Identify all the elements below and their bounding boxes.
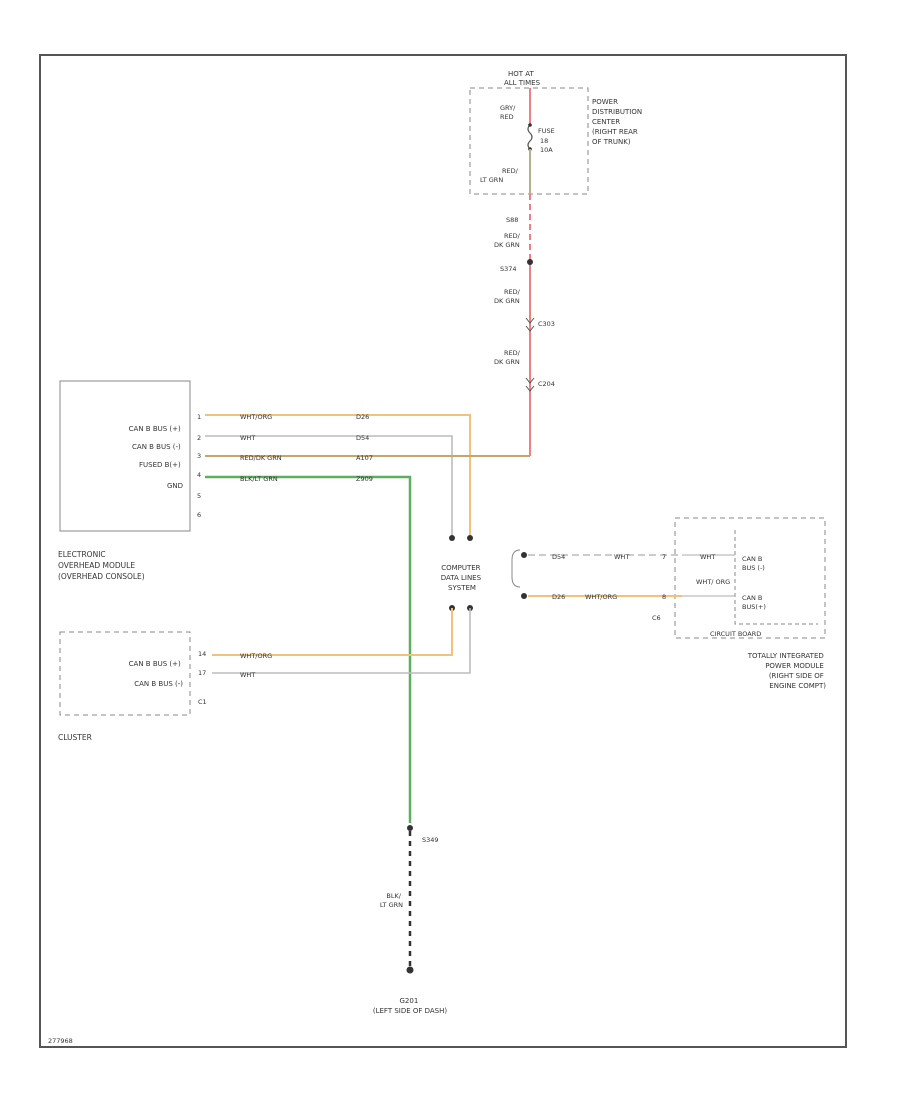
cluster-connector-label: C1 xyxy=(198,698,207,706)
ground-label: G201 (LEFT SIDE OF DASH) xyxy=(373,997,448,1015)
evic-box xyxy=(59,380,191,532)
connector-c204-symbol xyxy=(525,377,535,392)
ground-g201-dot xyxy=(406,966,414,974)
connector-c204-label: C204 xyxy=(538,380,555,388)
tipm-circuit-board-label: CIRCUIT BOARD xyxy=(710,630,761,638)
splice-s349-dot xyxy=(407,825,413,831)
connector-c303-label: C303 xyxy=(538,320,555,328)
feed-wire-1-label: RED/ DK GRN xyxy=(494,232,522,249)
wire-evic-can-plus xyxy=(205,414,471,535)
tipm-pin-7: 7 xyxy=(662,553,666,561)
wire-cluster-can-minus xyxy=(212,608,471,674)
wire-cluster-can-plus xyxy=(212,608,453,656)
fuse-label: FUSE 18 10A xyxy=(538,127,557,154)
pdc-label: POWER DISTRIBUTION CENTER (RIGHT REAR OF… xyxy=(592,98,644,146)
cds-arrow-top-left xyxy=(449,535,455,541)
evic-pin-numbers: 1 2 3 4 5 6 xyxy=(197,413,203,519)
cluster-box xyxy=(59,631,191,716)
tipm-pin-label-can-plus: CAN B BUS(+) xyxy=(742,594,766,611)
splice-s374-dot xyxy=(527,259,533,265)
tipm-color-wht-org: WHT/ORG xyxy=(585,593,617,601)
fuse-terminal-top xyxy=(528,123,532,127)
tipm-label: TOTALLY INTEGRATED POWER MODULE (RIGHT S… xyxy=(747,652,827,690)
tipm-inner-color-wht: WHT xyxy=(700,553,715,561)
tipm-dot-can-minus xyxy=(521,552,527,558)
fuse-18-symbol xyxy=(527,124,533,150)
pdc-input-wire-label: GRY/ RED xyxy=(500,104,517,121)
cds-label: COMPUTER DATA LINES SYSTEM xyxy=(441,564,484,592)
feed-wire-2-label: RED/ DK GRN xyxy=(494,288,522,305)
tipm-dot-can-plus xyxy=(521,593,527,599)
feed-pin-s88: S88 xyxy=(506,216,518,224)
wire-evic-ground xyxy=(205,475,412,823)
cds-arrow-top-right xyxy=(467,535,473,541)
cluster-wire-color-labels: WHT/ORG WHT xyxy=(240,652,274,679)
diagram-frame xyxy=(39,54,847,1048)
tipm-circuit-d26: D26 xyxy=(552,593,565,601)
splice-s349-label: S349 xyxy=(422,836,439,844)
cluster-pin-numbers: 14 17 xyxy=(198,650,208,677)
evic-label: ELECTRONIC OVERHEAD MODULE (OVERHEAD CON… xyxy=(58,550,145,581)
tipm-circuit-board-outline xyxy=(734,530,818,625)
tipm-inner-color-wht-org: WHT/ ORG xyxy=(696,578,730,586)
tipm-pin-8: 8 xyxy=(662,593,666,601)
hot-at-label: HOT AT ALL TIMES xyxy=(504,70,541,87)
connector-c303-symbol xyxy=(525,317,535,332)
tipm-connector-label: C6 xyxy=(652,614,661,622)
tipm-color-wht: WHT xyxy=(614,553,629,561)
evic-wire-circuit-labels: D26 D54 A107 Z909 xyxy=(356,413,375,483)
tipm-pin-label-can-minus: CAN B BUS (-) xyxy=(742,555,765,572)
evic-pin-labels: CAN B BUS (+) CAN B BUS (-) FUSED B(+) G… xyxy=(129,425,183,490)
wire-evic-can-minus xyxy=(205,435,453,535)
cluster-label: CLUSTER xyxy=(58,733,92,742)
splice-s374-label: S374 xyxy=(500,265,517,273)
feed-wire-3-label: RED/ DK GRN xyxy=(494,349,522,366)
diagram-code: 277968 xyxy=(48,1037,73,1045)
tipm-circuit-d54: D54 xyxy=(552,553,565,561)
evic-wire-color-labels: WHT/ORG WHT RED/DK GRN BLK/LT GRN xyxy=(240,413,284,483)
pdc-output-wire-label: RED/ LT GRN xyxy=(480,167,520,184)
tipm-bracket xyxy=(511,549,521,588)
ground-wire-label: BLK/ LT GRN xyxy=(380,892,403,909)
cluster-pin-labels: CAN B BUS (+) CAN B BUS (-) xyxy=(129,660,184,688)
tipm-box xyxy=(674,517,826,639)
